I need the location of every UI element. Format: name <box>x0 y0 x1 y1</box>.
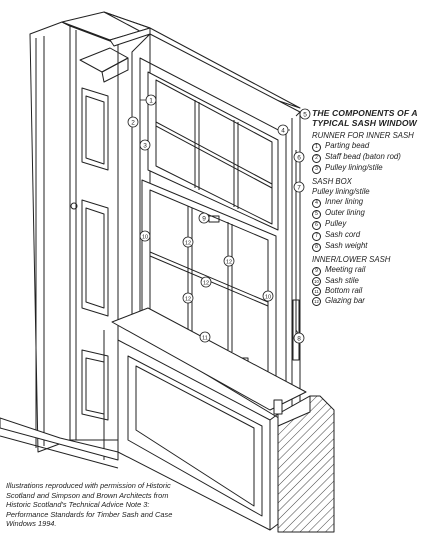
legend-title: THE COMPONENTS OF A TYPICAL SASH WINDOW <box>312 108 418 128</box>
legend-item-label: Pulley lining/stile <box>325 163 383 172</box>
window-apron <box>0 307 307 531</box>
callout-10a <box>139 230 151 242</box>
callout-6-label: 6 <box>297 154 301 161</box>
callout-6 <box>293 151 305 163</box>
callout-10b <box>262 290 274 302</box>
legend-item-number: 11 <box>312 287 321 296</box>
wall-section <box>273 395 335 533</box>
callout-12a-label: 12 <box>185 240 191 246</box>
legend-item: 10 Sash stile <box>312 276 434 286</box>
window-head <box>61 11 301 109</box>
legend-group-heading: INNER/LOWER SASH <box>312 255 391 264</box>
callout-12d-label: 12 <box>185 296 191 302</box>
legend-group-heading: SASH BOX <box>312 177 352 186</box>
legend-item-label: Inner lining <box>325 197 364 206</box>
legend-item-number: 1 <box>312 143 321 152</box>
legend-item-number: 4 <box>312 199 321 208</box>
legend-item-label: Parting bead <box>325 141 370 150</box>
legend-item-label: Sash stile <box>325 276 359 285</box>
legend-item-number: 10 <box>312 277 321 286</box>
legend-item-label: Staff bead (baton rod) <box>325 152 401 161</box>
callout-12c-label: 12 <box>203 280 209 286</box>
callout-11 <box>199 331 211 343</box>
callout-8 <box>293 332 305 344</box>
callout-2 <box>127 116 139 128</box>
callout-4 <box>277 124 289 136</box>
legend-item: 1 Parting bead <box>312 141 434 152</box>
callout-9-label: 9 <box>202 215 206 222</box>
callout-12a <box>182 236 194 248</box>
legend-item: 3 Pulley lining/stile <box>312 163 434 174</box>
legend-item-label: Pulley <box>325 219 347 228</box>
callout-9 <box>198 212 210 224</box>
callout-5-label: 5 <box>303 111 307 118</box>
legend-item: 7 Sash cord <box>312 230 434 241</box>
callout-8-label: 8 <box>297 335 301 342</box>
legend-item: 4 Inner lining <box>312 197 434 208</box>
legend-item-number: 7 <box>312 232 321 241</box>
legend-item-label: Sash cord <box>325 230 361 239</box>
callout-12b <box>223 255 235 267</box>
callout-markers <box>127 94 311 344</box>
credit-text: Illustrations reproduced with permission… <box>6 481 173 529</box>
sash-cords <box>139 84 300 361</box>
legend-item: 2 Staff bead (baton rod) <box>312 152 434 163</box>
callout-4-label: 4 <box>281 127 285 134</box>
callout-1 <box>145 94 157 106</box>
legend-item-label: Bottom rail <box>325 286 363 295</box>
legend-item: 8 Sash weight <box>312 241 434 252</box>
legend-group-subheading: Pulley lining/stile <box>312 187 370 196</box>
callout-12b-label: 12 <box>226 259 232 265</box>
door-architrave <box>29 21 119 453</box>
legend-item-label: Outer lining <box>325 208 365 217</box>
upper-sash <box>147 71 279 231</box>
legend-item-number: 8 <box>312 243 321 252</box>
legend-item-label: Sash weight <box>325 241 368 250</box>
callout-7-label: 7 <box>297 184 301 191</box>
callout-5 <box>299 108 311 120</box>
callout-7 <box>293 181 305 193</box>
callout-3 <box>139 139 151 151</box>
legend-item: 9 Meeting rail <box>312 265 434 276</box>
components-legend: THE COMPONENTS OF A TYPICAL SASH WINDOW … <box>312 108 434 306</box>
legend-item-number: 5 <box>312 210 321 219</box>
callout-10b-label: 10 <box>265 294 271 300</box>
callout-2-label: 2 <box>131 119 135 126</box>
callout-12d <box>182 292 194 304</box>
callout-11-label: 11 <box>202 335 208 341</box>
legend-item: 6 Pulley <box>312 219 434 230</box>
legend-item-number: 12 <box>312 297 321 306</box>
callout-10a-label: 10 <box>142 234 148 240</box>
legend-item-number: 2 <box>312 154 321 163</box>
legend-item-number: 3 <box>312 165 321 174</box>
legend-group-heading: RUNNER FOR INNER SASH <box>312 131 414 140</box>
callout-numbers: 1 2 3 4 5 6 7 8 9 10 10 11 12 12 12 12 <box>131 97 307 342</box>
callout-12c <box>200 276 212 288</box>
callout-1-label: 1 <box>149 97 153 104</box>
callout-3-label: 3 <box>143 142 147 149</box>
legend-item: 11 Bottom rail <box>312 286 434 296</box>
legend-item: 5 Outer lining <box>312 208 434 219</box>
legend-item: 12 Glazing bar <box>312 296 434 306</box>
legend-item-number: 9 <box>312 267 321 276</box>
legend-item-number: 6 <box>312 221 321 230</box>
legend-item-label: Glazing bar <box>325 296 365 305</box>
legend-item-label: Meeting rail <box>325 265 366 274</box>
